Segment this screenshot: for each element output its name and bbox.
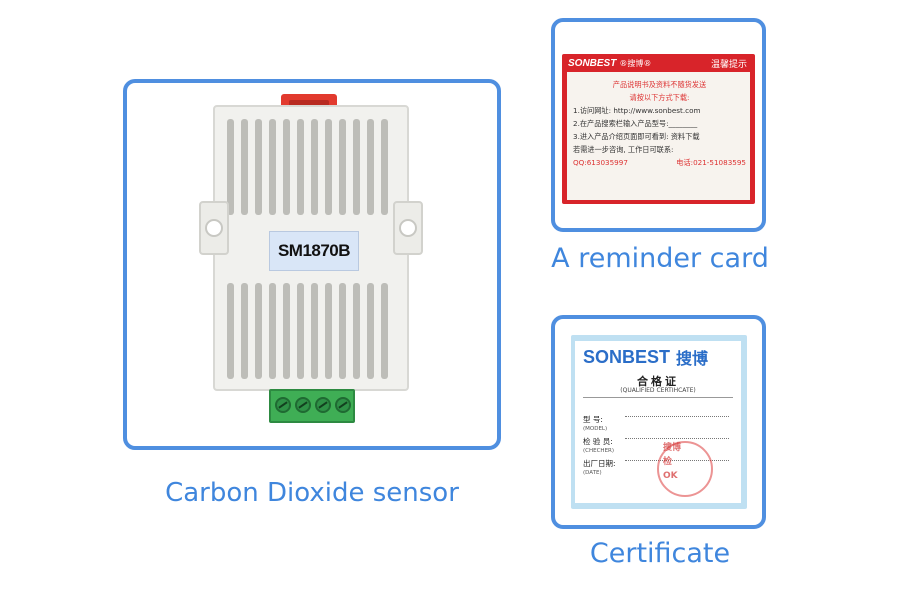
vent-slot (325, 283, 332, 379)
certificate-brand-cn: 搜博 (676, 351, 709, 368)
vent-slot (339, 283, 346, 379)
reminder-line: 1.访问网址: http://www.sonbest.com (573, 106, 701, 115)
vent-slot (381, 283, 388, 379)
certificate-caption: Certificate (589, 538, 731, 569)
certificate-card: SONBEST 搜博 合格证 (QUALIFIED CERTIHCATE) 型 … (571, 335, 747, 509)
reminder-line: 2.在产品搜索栏输入产品型号:________ (573, 119, 698, 128)
reminder-card-frame: SONBEST ®搜博® 温馨提示 产品说明书及资料不随货发送 请按以下方式下载… (551, 18, 766, 232)
vent-slot (227, 119, 234, 215)
model-label: SM1870B (269, 231, 359, 271)
reminder-title: 温馨提示 (710, 59, 747, 70)
reminder-phone: 电话:021-51083595 (676, 158, 746, 167)
reminder-card-header: SONBEST ®搜博® 温馨提示 (562, 54, 755, 72)
certificate-title: 合格证 (637, 375, 679, 388)
inspection-stamp (657, 441, 713, 497)
vent-slot (269, 119, 276, 215)
certificate-field-checker: 检 验 员: (CHECHER) (583, 429, 733, 454)
terminal-block (269, 389, 355, 423)
vent-slot (353, 283, 360, 379)
reminder-line: 请按以下方式下载: (629, 93, 690, 102)
reminder-card: SONBEST ®搜博® 温馨提示 产品说明书及资料不随货发送 请按以下方式下载… (562, 54, 755, 204)
vent-slot (367, 283, 374, 379)
vent-slot (311, 119, 318, 215)
lower-vents (227, 283, 395, 379)
vent-slot (339, 119, 346, 215)
certificate-subtitle: (QUALIFIED CERTIHCATE) (583, 387, 733, 398)
sensor-housing: SM1870B (213, 105, 409, 391)
right-mount-ear (393, 201, 423, 255)
left-mount-ear (199, 201, 229, 255)
reminder-line: 若需进一步咨询, 工作日可联系: (573, 145, 674, 154)
reminder-qq: QQ:613035997 (573, 158, 628, 167)
vent-slot (283, 283, 290, 379)
vent-slot (381, 119, 388, 215)
reminder-brand-cn: ®搜博® (619, 58, 652, 68)
certificate-brand: SONBEST 搜博 (583, 345, 733, 369)
stamp-text: 搜博 检 OK (663, 443, 682, 481)
sensor-caption: Carbon Dioxide sensor (165, 478, 459, 508)
reminder-brand: SONBEST (568, 57, 617, 69)
sensor-image-frame: SM1870B (123, 79, 501, 450)
vent-slot (255, 283, 262, 379)
vent-slot (297, 283, 304, 379)
certificate-brand-en: SONBEST (583, 346, 671, 367)
vent-slot (297, 119, 304, 215)
reminder-line: 3.进入产品介绍页面即可看到: 资料下载 (573, 132, 700, 141)
vent-slot (353, 119, 360, 215)
reminder-line: 产品说明书及资料不随货发送 (612, 80, 707, 89)
certificate-inner: SONBEST 搜博 合格证 (QUALIFIED CERTIHCATE) 型 … (575, 341, 741, 503)
vent-slot (241, 119, 248, 215)
certificate-frame: SONBEST 搜博 合格证 (QUALIFIED CERTIHCATE) 型 … (551, 315, 766, 529)
certificate-field-model: 型 号: (MODEL) (583, 407, 733, 432)
upper-vents (227, 119, 395, 215)
vent-slot (283, 119, 290, 215)
vent-slot (227, 283, 234, 379)
vent-slot (269, 283, 276, 379)
vent-slot (255, 119, 262, 215)
vent-slot (311, 283, 318, 379)
reminder-contact-line: QQ:613035997 电话:021-51083595 (573, 156, 746, 169)
vent-slot (367, 119, 374, 215)
reminder-caption: A reminder card (551, 243, 769, 274)
reminder-card-body: 产品说明书及资料不随货发送 请按以下方式下载: 1.访问网址: http://w… (567, 72, 750, 200)
vent-slot (325, 119, 332, 215)
vent-slot (241, 283, 248, 379)
